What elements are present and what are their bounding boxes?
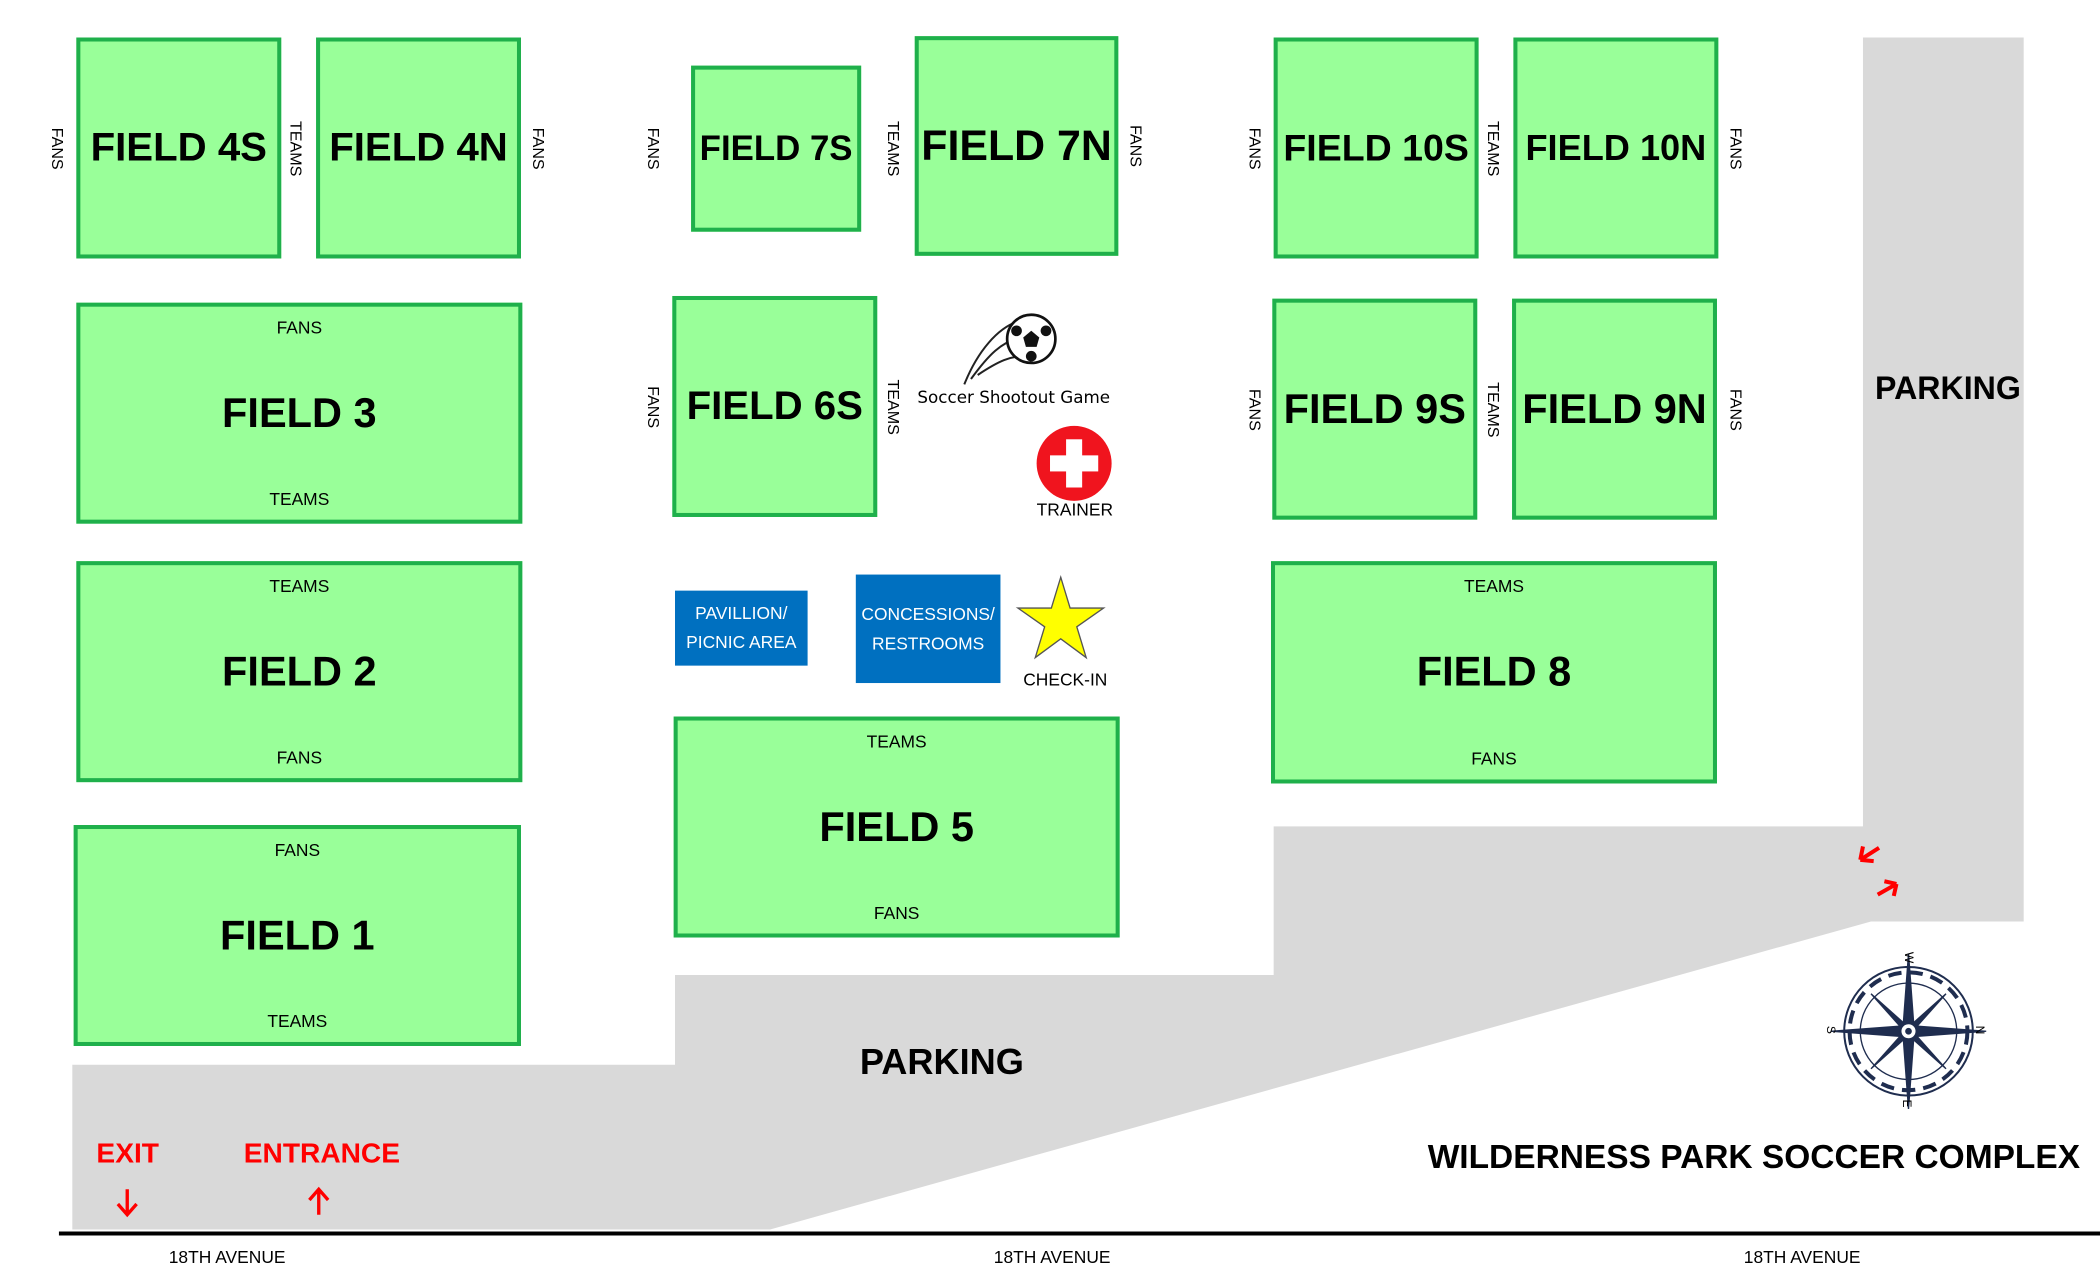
- field-name: FIELD 9S: [1283, 385, 1466, 432]
- field-name: FIELD 7N: [921, 121, 1112, 170]
- compass-w: W: [1902, 951, 1916, 964]
- field-bottom-label: FANS: [276, 747, 323, 768]
- field-name: FIELD 5: [819, 802, 974, 850]
- side-label-teams: TEAMS: [286, 120, 306, 176]
- side-label-fans: FANS: [529, 127, 548, 169]
- field-top-label: TEAMS: [269, 575, 330, 596]
- side-label-fans: FANS: [1245, 388, 1265, 431]
- shootout-label: Soccer Shootout Game: [917, 387, 1111, 408]
- field-bottom-label: FANS: [873, 902, 920, 923]
- field-7s: FIELD 7S: [691, 65, 862, 232]
- parking-label-main: PARKING: [859, 1041, 1024, 1083]
- field-6s: FIELD 6S: [672, 295, 878, 517]
- field-name: FIELD 2: [222, 647, 377, 695]
- field-1: FIELD 1 FANS TEAMS: [73, 825, 521, 1046]
- field-9s: FIELD 9S: [1272, 298, 1478, 520]
- field-name: FIELD 3: [222, 389, 377, 436]
- trainer-label: TRAINER: [1036, 499, 1114, 520]
- field-top-label: FANS: [276, 317, 323, 338]
- side-label-fans: FANS: [644, 385, 663, 428]
- field-name: FIELD 7S: [699, 127, 853, 169]
- field-10n: FIELD 10N: [1513, 37, 1719, 259]
- field-top-label: TEAMS: [1463, 575, 1524, 596]
- traffic-arrows-icon: [1858, 846, 1899, 897]
- field-3: FIELD 3 FANS TEAMS: [76, 302, 523, 524]
- field-top-label: TEAMS: [866, 731, 927, 752]
- street-label: 18TH AVENUE: [168, 1246, 286, 1267]
- side-label-teams: TEAMS: [883, 378, 903, 435]
- field-name: FIELD 4S: [90, 125, 267, 170]
- parking-lot: [72, 37, 2024, 1230]
- field-name: FIELD 10S: [1283, 126, 1469, 169]
- soccer-ball-icon: [963, 313, 1057, 385]
- concessions-restrooms: CONCESSIONS/ RESTROOMS: [855, 574, 1001, 684]
- checkin-label: CHECK-IN: [1023, 669, 1108, 690]
- field-name: FIELD 1: [220, 911, 375, 959]
- compass-n: N: [1973, 1025, 1987, 1035]
- field-bottom-label: TEAMS: [267, 1011, 328, 1032]
- field-10s: FIELD 10S: [1273, 37, 1479, 259]
- compass-e: E: [1900, 1099, 1914, 1108]
- field-9n: FIELD 9N: [1512, 298, 1717, 520]
- street-label: 18TH AVENUE: [1743, 1246, 1861, 1267]
- side-label-fans: FANS: [1726, 127, 1746, 169]
- field-4s: FIELD 4S: [76, 37, 282, 259]
- field-bottom-label: TEAMS: [269, 488, 330, 509]
- entrance-arrow-icon: [308, 1186, 330, 1215]
- field-name: FIELD 6S: [686, 383, 863, 428]
- field-top-label: FANS: [274, 839, 321, 860]
- field-7n: FIELD 7N: [914, 36, 1119, 256]
- side-label-fans: FANS: [1245, 127, 1265, 169]
- entrance-label: ENTRANCE: [243, 1138, 401, 1170]
- field-name: FIELD 4N: [329, 125, 508, 170]
- compass-rose-icon: [1830, 953, 1987, 1109]
- complex-title: WILDERNESS PARK SOCCER COMPLEX: [1427, 1138, 2081, 1176]
- field-8: FIELD 8 TEAMS FANS: [1270, 561, 1717, 784]
- field-name: FIELD 10N: [1525, 127, 1707, 168]
- side-label-teams: TEAMS: [883, 120, 903, 177]
- side-label-teams: TEAMS: [1483, 381, 1503, 437]
- field-name: FIELD 9N: [1522, 385, 1707, 432]
- field-bottom-label: FANS: [1471, 748, 1517, 769]
- first-aid-icon: [1036, 425, 1112, 501]
- field-name: FIELD 8: [1416, 648, 1572, 696]
- field-5: FIELD 5 TEAMS FANS: [673, 716, 1120, 938]
- side-label-fans: FANS: [644, 127, 663, 170]
- exit-label: EXIT: [96, 1138, 159, 1170]
- star-icon: [1015, 574, 1106, 660]
- side-label-fans: FANS: [1726, 388, 1746, 431]
- compass-s: S: [1824, 1025, 1838, 1034]
- street-label: 18TH AVENUE: [993, 1246, 1111, 1267]
- side-label-fans: FANS: [1126, 124, 1146, 167]
- field-2: FIELD 2 TEAMS FANS: [76, 561, 523, 783]
- side-label-teams: TEAMS: [1483, 120, 1503, 176]
- parking-label-side: PARKING: [1875, 370, 2021, 408]
- pavilion-picnic-area: PAVILLION/ PICNIC AREA: [675, 590, 808, 666]
- field-4n: FIELD 4N: [316, 37, 521, 259]
- side-label-fans: FANS: [48, 127, 67, 169]
- exit-arrow-icon: [116, 1189, 138, 1218]
